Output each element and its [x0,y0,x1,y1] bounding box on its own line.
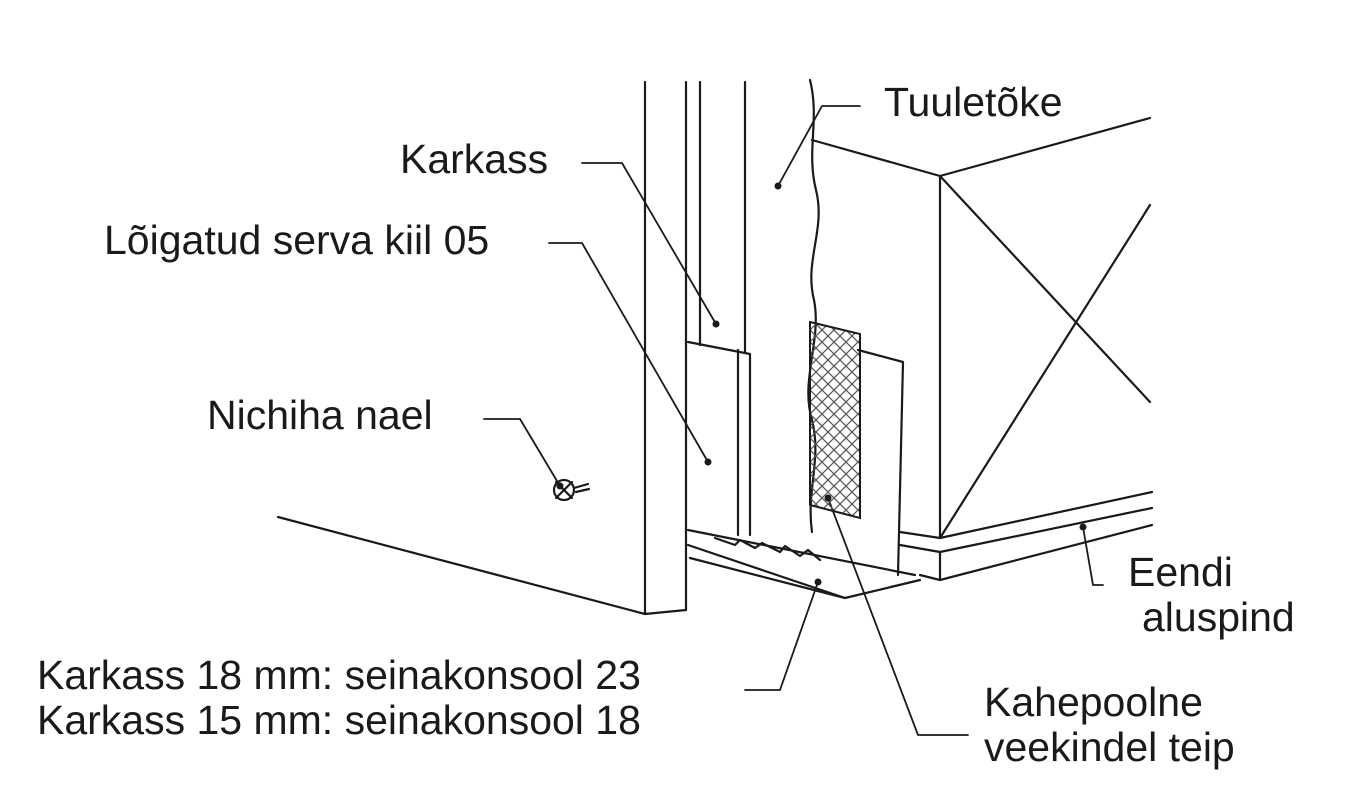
leader-eendi-aluspind [1082,526,1104,586]
leader-tuuletoke [777,105,861,187]
label-tuuletoke: Tuuletõke [884,79,1063,125]
leader-nichiha-nael [483,418,561,487]
label-teip-line2: veekindel teip [984,724,1235,771]
label-seinakonsool-18mm: Karkass 18 mm: seinakonsool 23 [37,652,641,698]
leader-dot-seinakonsool [814,578,822,586]
leader-teip [827,497,969,736]
waterproof-tape [809,320,861,520]
leader-loigatud-serva-kiil [548,242,709,463]
label-eendi-aluspind-line2: aluspind [1142,594,1295,641]
leader-dot-karkass [712,320,720,328]
leader-dot-loigatud-serva-kiil [704,458,712,466]
label-loigatud-serva-kiil: Lõigatud serva kiil 05 [104,217,490,263]
wall-bracket [686,528,922,600]
label-karkass: Karkass [400,136,549,182]
leader-dot-teip [824,494,832,502]
label-seinakonsool-group: Karkass 18 mm: seinakonsool 23 Karkass 1… [37,652,641,744]
label-nichiha-nael: Nichiha nael [207,392,433,438]
framing-stud [698,80,747,354]
leader-dot-tuuletoke [774,182,782,190]
leader-seinakonsool [744,581,819,691]
label-eendi-aluspind: Eendi aluspind [1128,549,1295,641]
label-eendi-aluspind-line1: Eendi [1128,549,1233,595]
leader-dot-nichiha-nael [556,482,564,490]
cut-edge-wedge [686,340,752,537]
nichiha-nail [552,478,591,502]
label-teip-line1: Kahepoolne [984,679,1203,725]
eave-substrate-box [810,116,1154,582]
label-teip-group: Kahepoolne veekindel teip [984,679,1235,771]
front-siding-panel [276,80,688,616]
leader-karkass [581,162,717,325]
leader-dot-eendi-aluspind [1079,523,1087,531]
label-seinakonsool-15mm: Karkass 15 mm: seinakonsool 18 [37,697,641,744]
back-panel [856,348,905,577]
